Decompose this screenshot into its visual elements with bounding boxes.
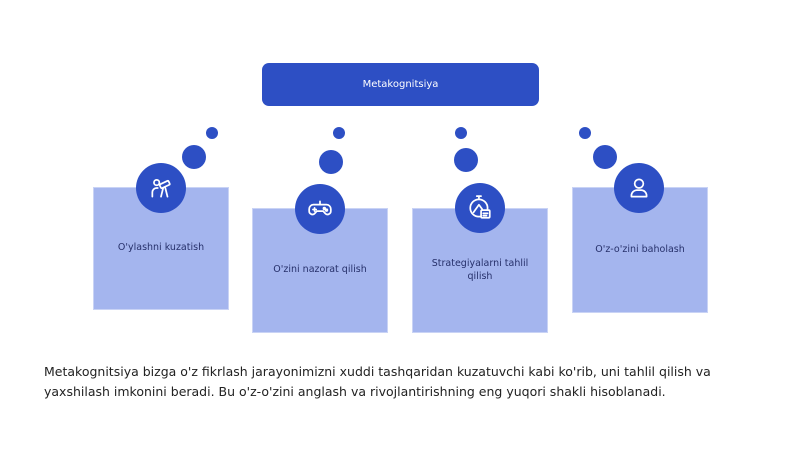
connector-dot xyxy=(206,127,218,139)
connector-dot xyxy=(319,150,343,174)
connector-dot xyxy=(593,145,617,169)
card-label: O'ylashni kuzatish xyxy=(117,242,205,254)
connector-dot xyxy=(333,127,345,139)
person-icon xyxy=(614,163,664,213)
connector-dot xyxy=(579,127,591,139)
description-text: Metakognitsiya bizga o'z fikrlash jarayo… xyxy=(44,364,711,399)
gamepad-icon xyxy=(295,184,345,234)
main-title-box: Metakognitsiya xyxy=(262,63,539,106)
card-label: O'z-o'zini baholash xyxy=(595,243,685,255)
connector-dot xyxy=(182,145,206,169)
strategy-icon xyxy=(455,183,505,233)
connector-dot xyxy=(454,148,478,172)
connector-dot xyxy=(455,127,467,139)
card-label: O'zini nazorat qilish xyxy=(273,264,367,276)
card-label: Strategiyalarni tahlil qilish xyxy=(431,258,529,282)
telescope-icon xyxy=(136,163,186,213)
main-title: Metakognitsiya xyxy=(362,79,439,90)
